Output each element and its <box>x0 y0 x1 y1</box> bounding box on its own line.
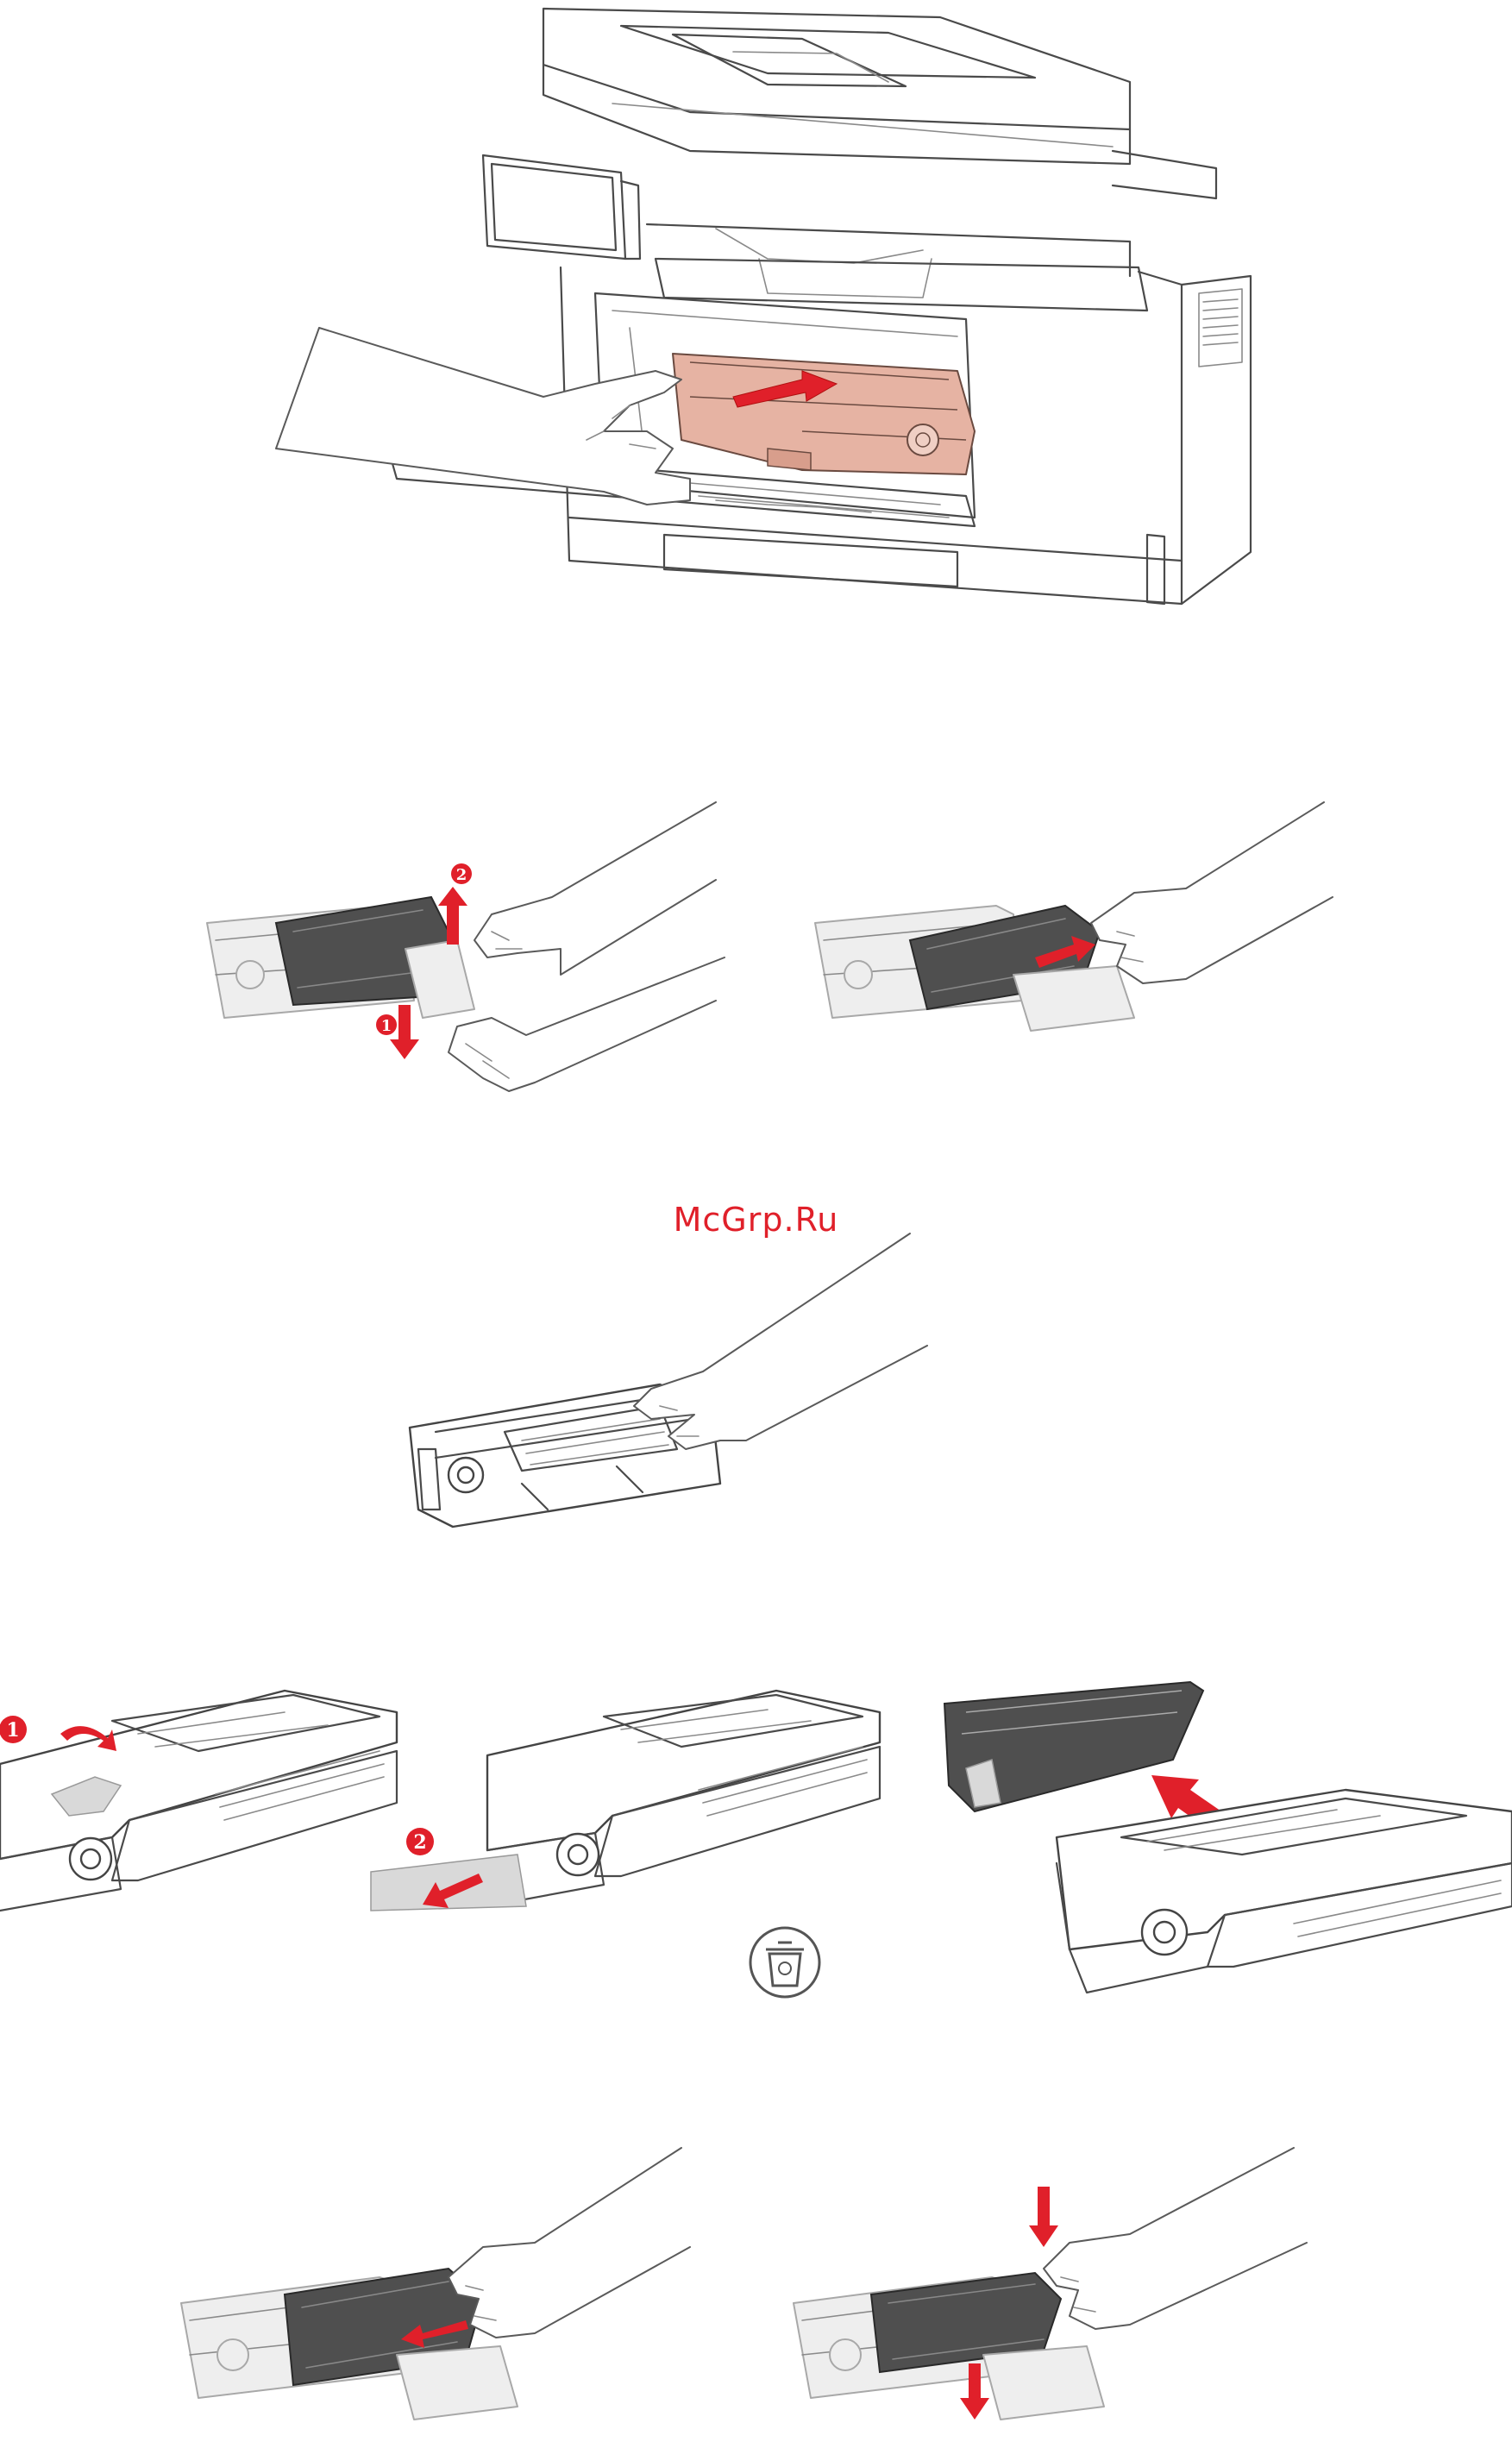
step-marker: 1 <box>381 1017 392 1035</box>
step-marker: 1 <box>6 1719 19 1742</box>
cartridge-with-tape: 1 <box>0 1689 398 1912</box>
printer-icon <box>275 7 1252 606</box>
figure-insert-toner-into-drum <box>173 2147 707 2448</box>
figure-remove-protective-tape: 1 2 <box>0 1665 1512 2010</box>
figure-hold-drum-unit <box>401 1233 970 1553</box>
figure-remove-cartridge-from-printer <box>275 0 1252 630</box>
figure-press-lever-lift-toner: 2 1 <box>198 801 725 1113</box>
cartridge-tape-removed: 2 <box>370 1689 881 1999</box>
figure-press-toner-down <box>785 2147 1311 2448</box>
step-marker: 2 <box>413 1831 426 1854</box>
step-marker: 2 <box>456 866 467 884</box>
figure-pull-out-toner <box>806 801 1341 1104</box>
watermark-text: McGrp.Ru <box>673 1201 839 1239</box>
toner-and-drum <box>943 1680 1512 1994</box>
recycle-bin-icon <box>749 1926 821 1999</box>
